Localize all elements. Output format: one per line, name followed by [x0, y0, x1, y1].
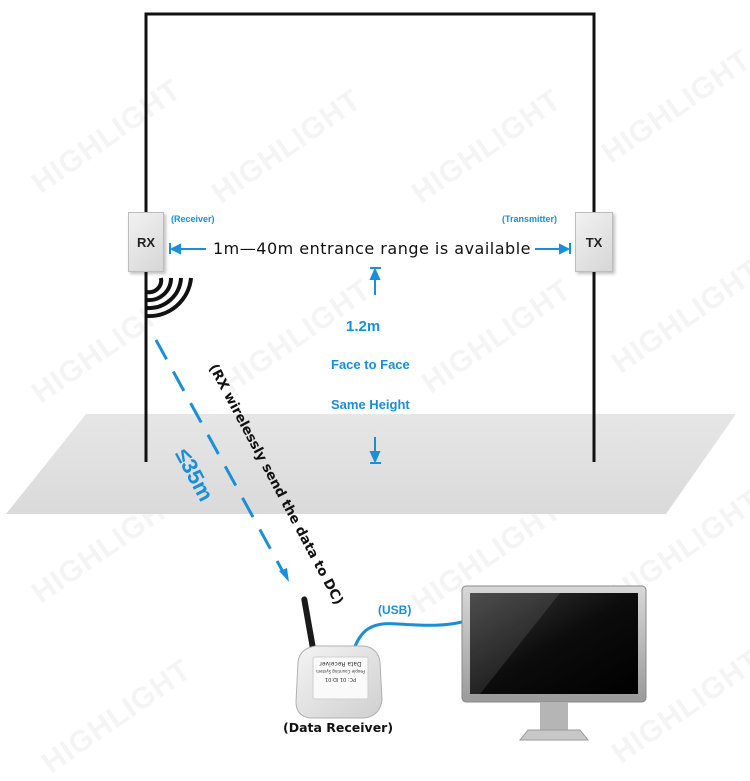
rx-caption: (Receiver) [171, 214, 215, 224]
data-receiver-device [295, 596, 383, 719]
data-receiver-caption: (Data Receiver) [283, 720, 394, 735]
same-height-text: Same Height [331, 397, 410, 412]
height-text: 1.2m [346, 318, 381, 335]
face-to-face-text: Face to Face [331, 357, 410, 372]
range-text: 1m—40m entrance range is available [213, 239, 531, 258]
transmission-arrowhead [279, 568, 289, 582]
monitor [461, 585, 647, 741]
door-frame [144, 12, 596, 462]
device-fields: PC: 01 ID:01 [324, 676, 357, 682]
rx-label: RX [136, 234, 156, 250]
device-title: Data Receiver [319, 660, 362, 667]
usb-cable [346, 620, 463, 673]
device-label-plate: PC: 01 ID:01 People Counting System Data… [314, 660, 367, 682]
wireless-signal-icon [146, 277, 193, 319]
transmission-path [154, 339, 284, 571]
device-subtitle: People Counting System [316, 669, 365, 674]
height-arrows [369, 267, 381, 464]
tx-label: TX [585, 234, 603, 250]
tx-transmitter-box: TX [575, 212, 613, 272]
usb-label: (USB) [378, 603, 412, 617]
tx-caption: (Transmitter) [502, 214, 558, 224]
rx-receiver-box: RX [128, 212, 164, 272]
range-arrows [169, 243, 571, 255]
